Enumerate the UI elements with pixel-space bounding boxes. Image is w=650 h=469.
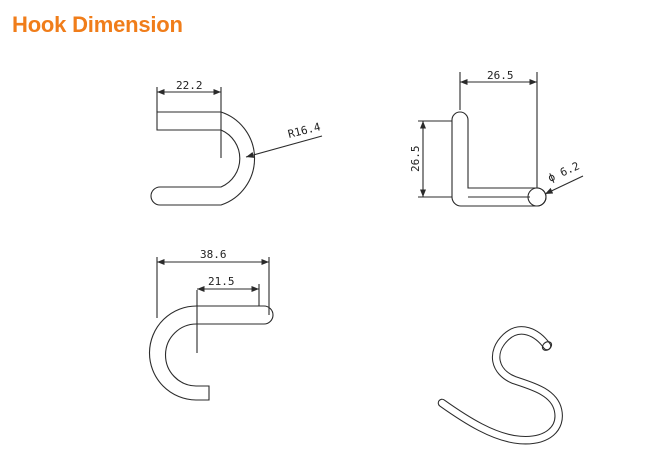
side-view-width-label: 22.2 bbox=[176, 79, 203, 92]
s-hook-3d-tube-end bbox=[541, 341, 553, 351]
page-title: Hook Dimension bbox=[12, 12, 183, 37]
side-view-hook-outline bbox=[150, 111, 256, 206]
front-view: 38.6 21.5 bbox=[148, 248, 274, 401]
top-view-height-label: 26.5 bbox=[409, 146, 422, 173]
top-view-tube-end bbox=[527, 187, 547, 207]
front-view-hook-outline bbox=[148, 305, 274, 401]
top-view: 26.5 26.5 ϕ 6.2 bbox=[409, 69, 584, 207]
front-view-overall-width-label: 38.6 bbox=[200, 248, 227, 261]
front-view-inner-width-label: 21.5 bbox=[208, 275, 235, 288]
top-view-width-label: 26.5 bbox=[487, 69, 514, 82]
side-view: 22.2 R16.4 bbox=[150, 79, 323, 206]
isometric-view bbox=[437, 326, 563, 445]
side-view-radius-leader bbox=[245, 135, 323, 158]
top-view-diameter-label: ϕ 6.2 bbox=[546, 159, 582, 184]
top-view-hook-outline bbox=[451, 111, 547, 207]
top-view-diameter-leader bbox=[544, 175, 584, 195]
